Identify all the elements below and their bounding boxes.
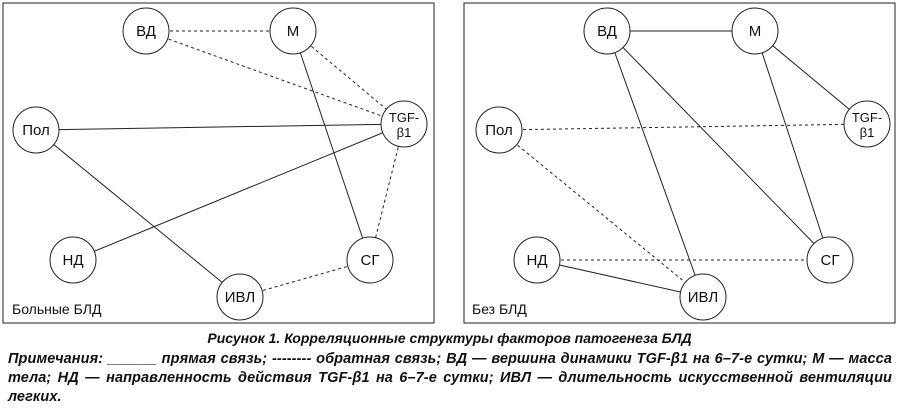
node-circle <box>122 7 170 55</box>
node-tgf: TGF-β1 <box>843 100 891 148</box>
node-label: ИВЛ <box>688 289 718 306</box>
node-circle <box>843 100 891 148</box>
node-m: М <box>269 7 317 55</box>
edge-layer <box>498 30 868 298</box>
node-ivl: ИВЛ <box>679 273 727 321</box>
edge-vd-sg-direct <box>606 30 831 261</box>
node-label: Пол <box>22 122 50 139</box>
edge-vd-tgf-inverse <box>145 30 405 125</box>
node-label: НД <box>63 252 84 269</box>
edge-m-sg-direct <box>754 30 831 261</box>
node-circle <box>380 100 428 148</box>
node-pol: Пол <box>12 106 60 154</box>
node-circle <box>12 106 60 154</box>
node-circle <box>346 236 394 284</box>
node-circle <box>806 236 854 284</box>
panel-label: Больные БЛД <box>12 301 102 317</box>
edge-pol-tgf-direct <box>35 123 405 131</box>
edge-vd-ivl-direct <box>606 30 704 298</box>
node-label-line-1: TGF- <box>852 110 882 125</box>
panel-label: Без БЛД <box>472 301 527 317</box>
node-circle <box>49 236 97 284</box>
edge-m-tgf-inverse <box>292 30 405 125</box>
node-label: ВД <box>597 23 617 40</box>
node-circle <box>731 7 779 55</box>
node-nd: НД <box>513 236 561 284</box>
node-label: ИВЛ <box>225 289 255 306</box>
node-m: М <box>731 7 779 55</box>
node-vd: ВД <box>122 7 170 55</box>
edge-pol-ivl-direct <box>35 129 241 298</box>
panel-frame <box>463 2 896 324</box>
edge-layer <box>35 30 405 298</box>
edge-pol-ivl-inverse <box>498 129 704 298</box>
node-label: Пол <box>485 122 513 139</box>
node-tgf: TGF-β1 <box>380 100 428 148</box>
node-circle <box>583 7 631 55</box>
node-label-line-2: β1 <box>860 125 875 140</box>
node-nd: НД <box>49 236 97 284</box>
node-label: СГ <box>821 252 840 269</box>
node-label: ВД <box>136 23 156 40</box>
node-label: НД <box>527 252 548 269</box>
node-circle <box>679 273 727 321</box>
node-ivl: ИВЛ <box>216 273 264 321</box>
panel-frame <box>2 2 435 324</box>
figure-notes: Примечания: ______ прямая связь; -------… <box>8 351 892 405</box>
edge-nd-ivl-direct <box>536 259 704 298</box>
node-label-line-2: β1 <box>397 125 412 140</box>
figure-caption: Рисунок 1. Корреляционные структуры факт… <box>207 330 692 346</box>
node-circle <box>216 273 264 321</box>
node-circle <box>513 236 561 284</box>
node-sg: СГ <box>806 236 854 284</box>
node-circle <box>475 106 523 154</box>
node-label: СГ <box>361 252 380 269</box>
node-circle <box>269 7 317 55</box>
node-label: М <box>287 23 300 40</box>
edge-pol-tgf-inverse <box>498 123 868 131</box>
edge-m-tgf-direct <box>754 30 868 125</box>
node-label: М <box>749 23 762 40</box>
edge-m-sg-direct <box>292 30 371 261</box>
edge-nd-tgf-direct <box>72 123 405 261</box>
node-vd: ВД <box>583 7 631 55</box>
node-sg: СГ <box>346 236 394 284</box>
node-label: TGF-β1 <box>389 110 419 140</box>
edge-ivl-sg-inverse <box>239 259 371 298</box>
node-label: TGF-β1 <box>852 110 882 140</box>
node-label-line-1: TGF- <box>389 110 419 125</box>
node-pol: Пол <box>475 106 523 154</box>
